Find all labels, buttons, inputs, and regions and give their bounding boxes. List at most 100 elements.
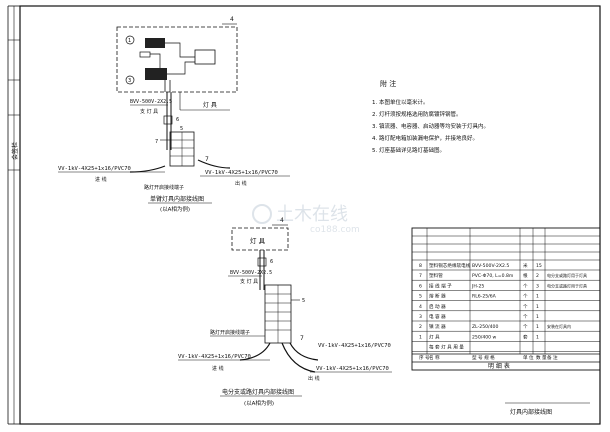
terminal-1 [125, 35, 135, 45]
bottom-diagram-title: 电分支或路灯具内部接线图 [222, 388, 294, 396]
watermark-main: 土木在线 [276, 204, 348, 225]
top-feeder1-label: 进 线 [95, 176, 107, 183]
table-cell: 8 [419, 263, 422, 269]
note-3: 3. 镇流器、电容器、启动器等均安装于灯具内。 [372, 122, 489, 130]
notes-title: 附 注 [380, 79, 396, 88]
table-cell: 250/400 w [472, 334, 497, 340]
table-cell: RL6-25/6A [472, 294, 497, 300]
drawing-title: 灯具内部接线图 [510, 408, 552, 416]
top-diagram-title: 单臂灯具内部接线图 [150, 195, 204, 203]
table-cell: 米 [523, 262, 528, 269]
table-title: 明 细 表 [488, 362, 510, 370]
svg-text:7: 7 [155, 139, 158, 145]
table-cell: 6 [419, 283, 422, 289]
sidebar-label: 会签栏 [11, 142, 19, 160]
top-cable-label: BVV-500V-2X2.5 [130, 99, 172, 105]
note-4: 4. 路灯配电箱加装漏电保护，并接地良好。 [372, 134, 478, 142]
table-cell: 镇 流 器 [429, 323, 446, 330]
top-feeder2: VV-1kV-4X25+1x16/PVC70 [205, 170, 278, 176]
svg-text:5: 5 [302, 298, 305, 304]
table-cell: 灯 具 [429, 333, 440, 340]
ballast-shape [145, 38, 165, 48]
table-header-cell: 序 号 [419, 354, 430, 361]
table-cell: 15 [536, 263, 542, 269]
table-cell: 1 [419, 334, 422, 340]
table-cell: 2 [536, 273, 539, 279]
terminal-3 [125, 75, 135, 85]
sheet-border [19, 5, 601, 425]
table-cell: 3 [419, 314, 422, 320]
top-diagram-subtitle: (以A相为例) [160, 205, 190, 213]
table-cell: BVV-500V-2X2.5 [472, 263, 509, 269]
bottom-diagram-subtitle: (以A相为例) [244, 399, 274, 407]
table-cell: 熔 断 器 [429, 293, 446, 300]
table-header-cell: 备 注 [547, 354, 558, 361]
table-header-cell: 数 量 [536, 354, 547, 361]
table-cell: 安装在灯具内 [547, 323, 571, 329]
table-cell: 1 [536, 334, 539, 340]
capacitor-shape [145, 68, 167, 80]
watermark-sub: co188.com [310, 225, 360, 235]
top-cable-sub: 支 灯 具 [140, 108, 158, 115]
table-cell: 1 [536, 294, 539, 300]
table-cell: JH-25 [471, 283, 484, 289]
note-5: 5. 灯座基础详见路灯基础图。 [372, 146, 445, 154]
table-cell: 1 [536, 304, 539, 310]
lamp-socket [194, 49, 216, 65]
table-cell: 2 [419, 324, 422, 330]
top-box-label: 路灯开启接线端子 [144, 184, 184, 191]
bottom-feeder2: VV-1kV-4X25+1x16/PVC70 [316, 366, 389, 372]
lamp-housing-dashed [116, 26, 238, 93]
svg-text:4: 4 [230, 16, 234, 23]
svg-text:6: 6 [176, 117, 179, 123]
top-lamp-label: 灯 具 [203, 101, 217, 109]
note-2: 2. 灯杆须按规格选用防腐镀锌钢管。 [372, 110, 462, 118]
table-header-cell: 单 位 [523, 354, 534, 361]
table-cell: 启 动 器 [429, 303, 446, 310]
bottom-feeder2-label: 出 线 [308, 375, 320, 382]
table-cell: 根 [523, 272, 528, 279]
table-cell: 3 [536, 283, 539, 289]
table-cell: 塑料铜芯绝缘软电线 [429, 262, 471, 269]
table-cell: 5 [419, 294, 422, 300]
bottom-box-label: 路灯开启接线端子 [210, 329, 250, 336]
svg-text:7: 7 [205, 156, 209, 163]
svg-text:1: 1 [128, 38, 131, 44]
svg-text:5: 5 [180, 126, 183, 132]
note-1: 1. 本图单位以毫米计。 [372, 98, 429, 106]
bottom-feeder1-label: 进 线 [212, 365, 224, 372]
svg-text:7: 7 [300, 335, 304, 342]
table-cell: 个 [523, 314, 528, 320]
table-cell: 4 [419, 304, 422, 310]
bottom-cable-label: BVV-500V-2X2.5 [230, 270, 272, 276]
svg-text:4: 4 [280, 217, 284, 224]
table-cell: 1 [536, 324, 539, 330]
table-cell: 个 [523, 283, 528, 289]
table-header-cell: 名 称 [429, 354, 440, 361]
table-header-cell: 型 号 规 格 [472, 354, 495, 361]
watermark-logo: 土木在线 co188.com [252, 204, 360, 235]
table-cell: 电分支或路灯用于灯具 [547, 282, 587, 288]
svg-text:6: 6 [270, 259, 273, 265]
svg-text:3: 3 [128, 78, 131, 84]
table-cell: 每 套 灯 具 用 量 [429, 344, 464, 351]
table-cell: 接 线 端 子 [429, 282, 452, 289]
top-feeder1: VV-1kV-4X25+1x16/PVC70 [58, 166, 131, 172]
top-feeder2-label: 出 线 [235, 180, 247, 187]
table-cell: 7 [419, 273, 422, 279]
table-cell: 电分支或路灯用于灯具 [547, 272, 587, 278]
bottom-cable-sub: 支 灯 具 [240, 278, 258, 285]
table-cell: 个 [523, 324, 528, 330]
bottom-feeder1: VV-1kV-4X25+1x16/PVC70 [178, 354, 251, 360]
table-cell: 个 [523, 294, 528, 300]
table-cell: ZL-250/400 [472, 324, 498, 330]
table-cell: PVC-Φ70, L=0.8m [472, 273, 514, 279]
table-cell: 套 [523, 333, 528, 340]
table-cell: 塑料管 [429, 272, 443, 279]
table-cell: 1 [536, 314, 539, 320]
table-cell: 个 [523, 304, 528, 310]
bottom-lamp-label: 灯 具 [250, 236, 266, 245]
